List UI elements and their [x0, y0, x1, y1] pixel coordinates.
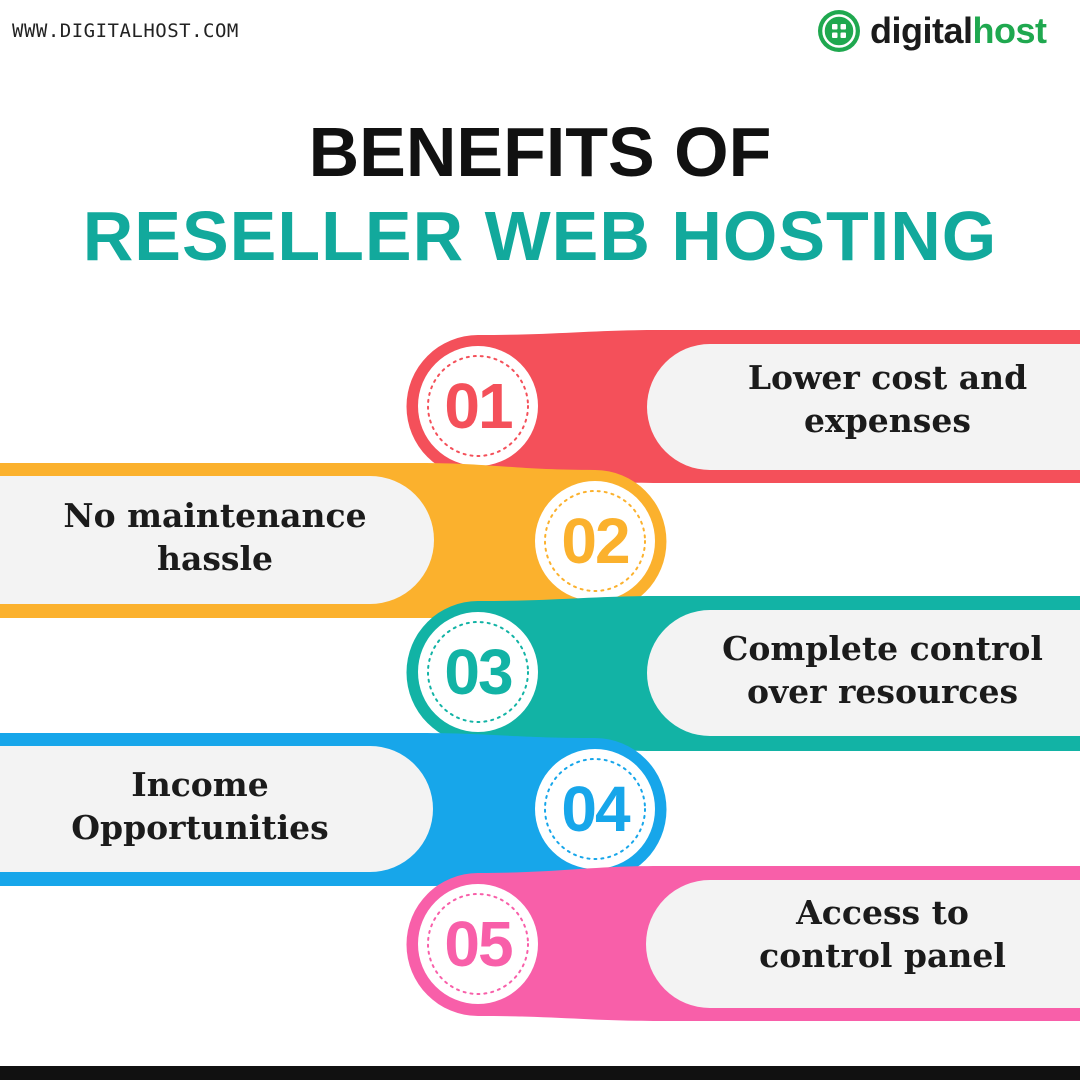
benefit-shape-4: [0, 733, 667, 886]
benefit-label-3-line-1: Complete control: [722, 629, 1043, 668]
benefit-number-4: 04: [561, 773, 630, 845]
bottom-bar: [0, 1066, 1080, 1080]
logo-text-digital: digital: [870, 10, 973, 51]
benefit-shape-5: [406, 866, 1080, 1021]
benefit-label-4-line-1: Income: [131, 765, 269, 804]
logo-wordmark: digitalhost: [870, 10, 1047, 52]
benefit-number-2: 02: [561, 505, 630, 577]
benefit-label-2-line-2: hassle: [156, 539, 274, 578]
benefit-label-2-line-1: No maintenance: [63, 496, 367, 535]
benefit-label-3: Complete control over resources: [685, 627, 1080, 713]
title-line-1: BENEFITS OF: [308, 113, 772, 191]
benefit-number-5: 05: [444, 908, 513, 980]
title-line-2: RESELLER WEB HOSTING: [82, 197, 998, 275]
benefit-number-1: 01: [444, 370, 513, 442]
benefit-label-1-line-1: Lower cost and: [747, 358, 1028, 397]
benefit-label-3-line-2: over resources: [746, 672, 1019, 711]
benefit-label-1: Lower cost and expenses: [700, 356, 1075, 442]
benefit-label-4: Income Opportunities: [0, 763, 400, 849]
benefit-label-2: No maintenance hassle: [20, 494, 410, 580]
benefit-label-1-line-2: expenses: [804, 401, 971, 440]
benefit-label-5-line-2: control panel: [759, 936, 1006, 975]
benefit-shape-3: [406, 596, 1080, 751]
logo-text-host: host: [972, 10, 1048, 51]
logo-grid-icon: [818, 10, 860, 52]
benefit-label-5: Access to control panel: [685, 891, 1080, 977]
benefit-label-4-line-2: Opportunities: [71, 808, 329, 847]
benefit-number-3: 03: [444, 636, 513, 708]
brand-logo: digitalhost: [818, 10, 1047, 52]
benefit-shape-1: [406, 330, 1080, 483]
benefit-shape-2: [0, 463, 667, 618]
website-url: WWW.DIGITALHOST.COM: [12, 20, 239, 42]
benefit-label-5-line-1: Access to: [796, 893, 969, 932]
